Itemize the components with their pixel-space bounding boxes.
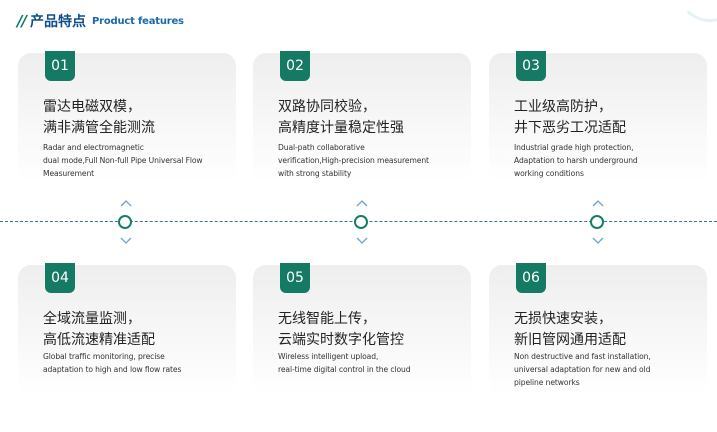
timeline-node-icon <box>590 215 604 229</box>
card-title: 全域流量监测， 高低流速精准适配 <box>43 311 155 348</box>
card-number-badge: 06 <box>516 263 546 293</box>
card-number-badge: 04 <box>45 263 75 293</box>
chevron-up-icon <box>118 198 134 208</box>
card-description: Radar and electromagnetic dual mode,Full… <box>43 143 203 179</box>
card-description: Wireless intelligent upload, real-time d… <box>278 352 411 375</box>
section-header: // 产品特点 Product features <box>17 11 184 31</box>
section-title-cn: 产品特点 <box>29 14 86 30</box>
chevron-down-icon <box>590 236 606 246</box>
card-number-badge: 01 <box>45 51 75 81</box>
timeline-node-icon <box>354 215 368 229</box>
card-title: 工业级高防护， 井下恶劣工况适配 <box>514 99 626 136</box>
chevron-up-icon <box>354 198 370 208</box>
section-title-en: Product features <box>91 15 184 27</box>
card-number-badge: 02 <box>280 51 310 81</box>
card-description: Global traffic monitoring, precise adapt… <box>43 352 182 375</box>
slash-icon: // <box>17 12 27 30</box>
feature-card-05: 05 无线智能上传， 云端实时数字化管控 Wireless intelligen… <box>253 263 471 395</box>
chevron-up-icon <box>590 198 606 208</box>
card-title: 无损快速安装， 新旧管网通用适配 <box>514 311 626 348</box>
feature-card-04: 04 全域流量监测， 高低流速精准适配 Global traffic monit… <box>18 263 236 395</box>
feature-card-01: 01 雷达电磁双模， 满非满管全能测流 Radar and electromag… <box>18 51 236 183</box>
card-title: 双路协同校验， 高精度计量稳定性强 <box>278 99 404 136</box>
card-number-badge: 05 <box>280 263 310 293</box>
feature-card-03: 03 工业级高防护， 井下恶劣工况适配 Industrial grade hig… <box>489 51 707 183</box>
card-description: Non destructive and fast installation, u… <box>514 352 651 388</box>
chevron-down-icon <box>354 236 370 246</box>
card-description: Industrial grade high protection, Adapta… <box>514 143 638 179</box>
decorative-arc <box>677 0 717 22</box>
feature-card-06: 06 无损快速安装， 新旧管网通用适配 Non destructive and … <box>489 263 707 395</box>
card-number-badge: 03 <box>516 51 546 81</box>
chevron-down-icon <box>118 236 134 246</box>
card-title: 无线智能上传， 云端实时数字化管控 <box>278 311 404 348</box>
timeline-node-icon <box>118 215 132 229</box>
card-description: Dual-path collaborative verification,Hig… <box>278 143 429 179</box>
feature-card-02: 02 双路协同校验， 高精度计量稳定性强 Dual-path collabora… <box>253 51 471 183</box>
card-title: 雷达电磁双模， 满非满管全能测流 <box>43 99 155 136</box>
